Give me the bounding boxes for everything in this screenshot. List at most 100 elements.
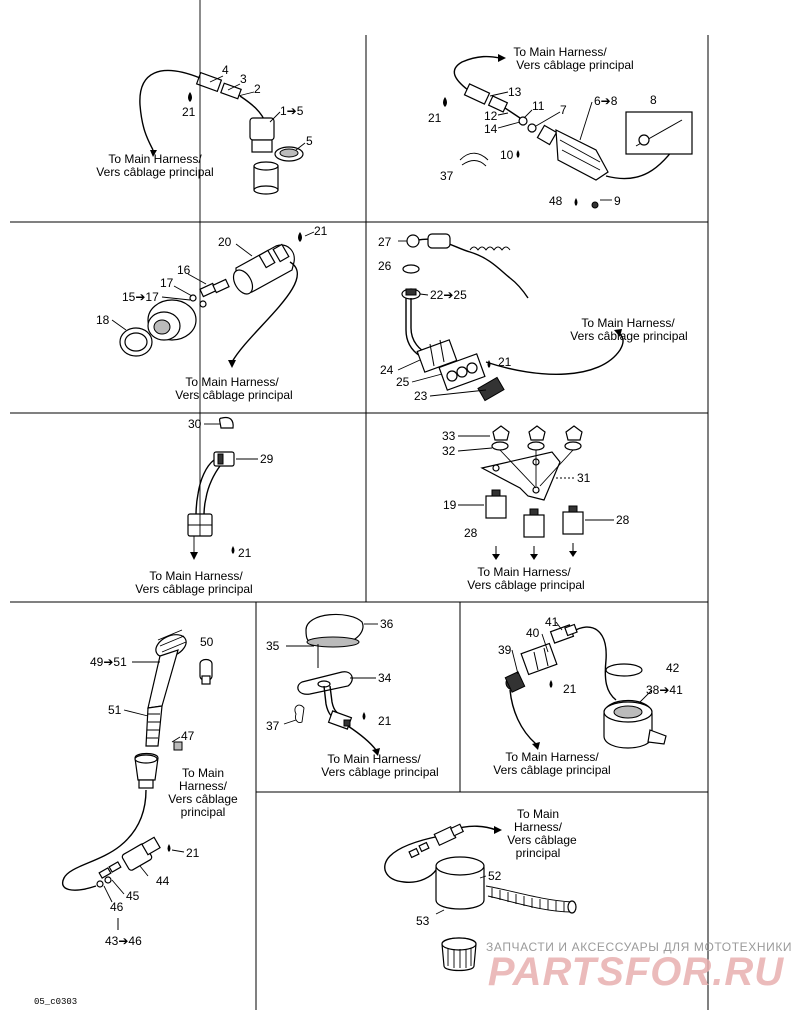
caption-p4-line1: To Main Harness/: [581, 316, 675, 330]
callout-p10-53: 53: [416, 914, 430, 928]
panel-4: 27 26 22➔25 21 24 25 23 To Main Harness/…: [378, 233, 688, 403]
callout-p3-21: 21: [314, 224, 328, 238]
callout-p1-4: 4: [222, 63, 229, 77]
panel-5: 30 29 21 To Main Harness/ Vers câblage p…: [135, 0, 274, 596]
callout-p6-19: 19: [443, 498, 457, 512]
callout-p3-16: 16: [177, 263, 191, 277]
panel-6: 33 32 31 19 28 28 To Main Harness/ Vers …: [442, 425, 630, 592]
caption-p10-stack-2: Harness/: [514, 820, 563, 834]
panel-2: 13 12 14 11 7 6➔8 8 21 10 37 48 9 To Mai…: [428, 45, 693, 209]
caption-p5-line1: To Main Harness/: [149, 569, 243, 583]
caption-p10-stack-4: principal: [516, 846, 561, 860]
caption-p10-stack-3: Vers câblage: [507, 833, 577, 847]
callout-p2-37: 37: [440, 169, 454, 183]
caption-p3-line2: Vers câblage principal: [175, 388, 292, 402]
callout-p9-42: 42: [666, 661, 680, 675]
callout-p2-9: 9: [614, 194, 621, 208]
callout-p4-25: 25: [396, 375, 410, 389]
callout-p2-21: 21: [428, 111, 442, 125]
panel-10: 52 53 To Main Harness/ Vers câblage prin…: [384, 807, 577, 972]
callout-p2-12: 12: [484, 109, 498, 123]
callout-p4-24: 24: [380, 363, 394, 377]
callout-p6-28b: 28: [616, 513, 630, 527]
callout-p9-40: 40: [526, 626, 540, 640]
callout-p7-47: 47: [181, 729, 195, 743]
callout-p7-49-51: 49➔51: [90, 655, 127, 669]
callout-p4-21: 21: [498, 355, 512, 369]
callout-p2-7: 7: [560, 103, 567, 117]
callout-p1-21: 21: [182, 105, 196, 119]
callout-p2-48: 48: [549, 194, 563, 208]
callout-p8-21: 21: [378, 714, 392, 728]
caption-p8-line1: To Main Harness/: [327, 752, 421, 766]
caption-p7-stack-1: To Main: [182, 766, 224, 780]
panel-7: 50 49➔51 51 47 21 44 45 46 43➔46 To Main…: [61, 629, 238, 948]
caption-p6-line1: To Main Harness/: [477, 565, 571, 579]
callout-p3-15-17: 15➔17: [122, 290, 159, 304]
callout-p9-38-41: 38➔41: [646, 683, 683, 697]
caption-p4-line2: Vers câblage principal: [570, 329, 687, 343]
panel-8: 36 35 34 37 21 To Main Harness/ Vers câb…: [266, 613, 439, 779]
callout-p5-30: 30: [188, 417, 202, 431]
caption-p10-stack-1: To Main: [517, 807, 559, 821]
watermark-tagline: ЗАПЧАСТИ И АКСЕССУАРЫ ДЛЯ МОТОТЕХНИКИ: [486, 940, 793, 954]
watermark-brand: PARTSFOR.RU: [487, 950, 785, 994]
callout-p3-17: 17: [160, 276, 174, 290]
callout-p9-21: 21: [563, 682, 577, 696]
caption-p7-stack-4: principal: [181, 805, 226, 819]
callout-p4-22-25: 22➔25: [430, 288, 467, 302]
callout-p2-13: 13: [508, 85, 522, 99]
callout-p7-44: 44: [156, 874, 170, 888]
callout-p1-5: 5: [306, 134, 313, 148]
callout-p8-36: 36: [380, 617, 394, 631]
callout-p8-37: 37: [266, 719, 280, 733]
callout-p6-32: 32: [442, 444, 456, 458]
callout-p4-27: 27: [378, 235, 392, 249]
callout-p2-14: 14: [484, 122, 498, 136]
caption-p1-line1: To Main Harness/: [108, 152, 202, 166]
callout-p3-20: 20: [218, 235, 232, 249]
caption-p3-line1: To Main Harness/: [185, 375, 279, 389]
callout-p6-33: 33: [442, 429, 456, 443]
caption-p8-line2: Vers câblage principal: [321, 765, 438, 779]
callout-p2-8: 8: [650, 93, 657, 107]
callout-p8-35: 35: [266, 639, 280, 653]
callout-p6-28a: 28: [464, 526, 478, 540]
panel-grid: [10, 35, 709, 1010]
panel-1: 4 3 2 1➔5 5 21 To Main Harness/ Vers câb…: [96, 63, 313, 195]
callout-p1-1-5: 1➔5: [280, 104, 304, 118]
panel-3: 20 21 16 17 15➔17 18 To Main Harness/ Ve…: [96, 224, 328, 402]
callout-p7-51: 51: [108, 703, 122, 717]
callout-p5-21: 21: [238, 546, 252, 560]
caption-p1-line2: Vers câblage principal: [96, 165, 213, 179]
caption-p7-stack-2: Harness/: [179, 779, 228, 793]
callout-p4-26: 26: [378, 259, 392, 273]
callout-p8-34: 34: [378, 671, 392, 685]
caption-p2-line1: To Main Harness/: [513, 45, 607, 59]
callout-p9-39: 39: [498, 643, 512, 657]
panel-9: 41 40 39 42 21 38➔41 To Main Harness/ Ve…: [493, 615, 683, 777]
caption-p7-stack-3: Vers câblage: [168, 792, 238, 806]
callout-p3-18: 18: [96, 313, 110, 327]
callout-p7-43-46: 43➔46: [105, 934, 142, 948]
callout-p7-21: 21: [186, 846, 200, 860]
callout-p2-6-8: 6➔8: [594, 94, 618, 108]
callout-p7-46: 46: [110, 900, 124, 914]
callout-p5-29: 29: [260, 452, 274, 466]
callout-p2-11: 11: [532, 99, 545, 113]
callout-p7-45: 45: [126, 889, 140, 903]
caption-p9-line2: Vers câblage principal: [493, 763, 610, 777]
caption-p2-line2: Vers câblage principal: [516, 58, 633, 72]
callout-p1-3: 3: [240, 72, 247, 86]
callout-p6-31: 31: [577, 471, 591, 485]
callout-p4-23: 23: [414, 389, 428, 403]
knob-row: [491, 425, 583, 451]
callout-p10-52: 52: [488, 869, 502, 883]
callout-p9-41: 41: [545, 615, 559, 629]
watermark: ЗАПЧАСТИ И АКСЕССУАРЫ ДЛЯ МОТОТЕХНИКИ PA…: [486, 940, 793, 995]
caption-p5-line2: Vers câblage principal: [135, 582, 252, 596]
caption-p9-line1: To Main Harness/: [505, 750, 599, 764]
callout-p2-10: 10: [500, 148, 514, 162]
figure-code: 05_c0303: [34, 997, 78, 1007]
